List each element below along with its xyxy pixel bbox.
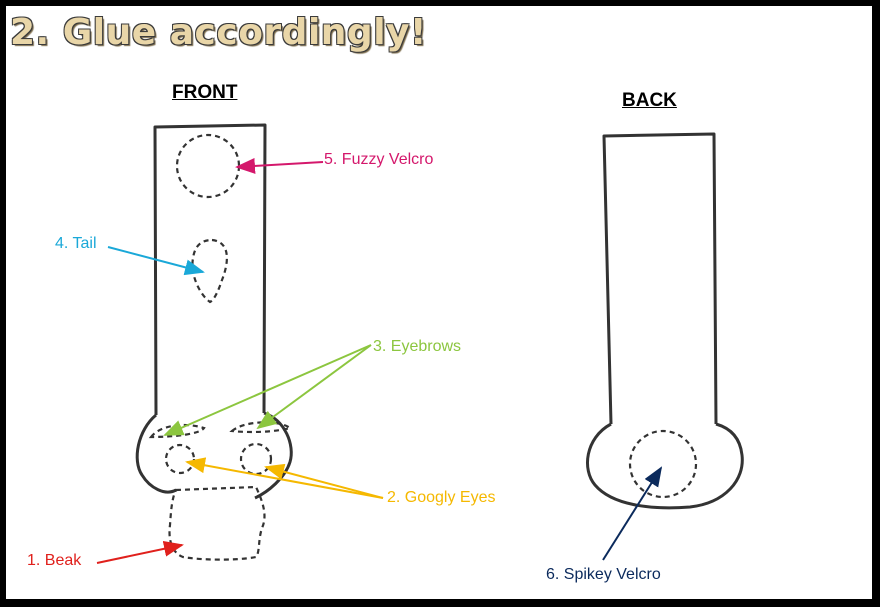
page-title: 2. Glue accordingly! xyxy=(10,12,427,53)
tail-shape xyxy=(191,238,228,304)
tail-arrow xyxy=(107,246,205,276)
spikey-velcro-spot xyxy=(628,429,698,499)
beak-label: 1. Beak xyxy=(27,552,82,569)
beak-shape xyxy=(168,485,266,561)
googly-eyes-label: 2. Googly Eyes xyxy=(387,489,496,506)
eyebrows-arrow-left xyxy=(163,344,372,436)
tail-label: 4. Tail xyxy=(55,235,97,252)
eyebrow-right xyxy=(229,421,293,434)
back-heading: BACK xyxy=(622,90,677,111)
googly-eye-right xyxy=(239,442,273,476)
eyebrow-left xyxy=(148,423,206,439)
fuzzy-velcro-arrow xyxy=(235,157,324,174)
front-outline xyxy=(135,123,293,500)
fuzzy-velcro-spot xyxy=(175,133,241,199)
beak-arrow xyxy=(96,540,184,564)
googly-eye-left xyxy=(164,443,196,475)
googly-eyes-arrow-left xyxy=(185,457,384,499)
spikey-velcro-arrow xyxy=(602,466,663,561)
eyebrows-arrow-right xyxy=(256,344,372,430)
diagram-frame xyxy=(6,6,872,599)
spikey-velcro-label: 6. Spikey Velcro xyxy=(546,566,661,583)
front-heading: FRONT xyxy=(172,82,238,103)
back-outline xyxy=(586,132,744,510)
fuzzy-velcro-label: 5. Fuzzy Velcro xyxy=(324,151,434,168)
eyebrows-label: 3. Eyebrows xyxy=(373,338,462,355)
googly-eyes-arrow-right xyxy=(264,463,384,499)
